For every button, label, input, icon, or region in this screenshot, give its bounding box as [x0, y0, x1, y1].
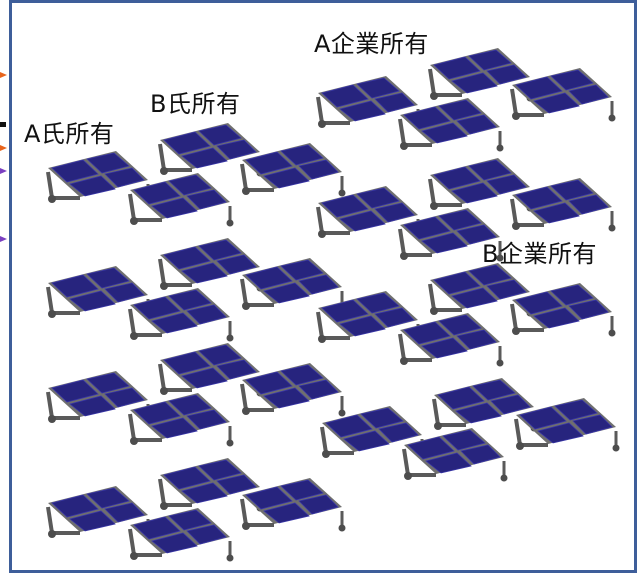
arrow-marker-orange-2 [0, 145, 7, 151]
solar-cluster-right-3 [318, 263, 616, 367]
label-a-company-owned: A企業所有 [314, 30, 429, 58]
arrow-marker-purple-2 [0, 236, 7, 242]
dot-marker [0, 122, 6, 127]
label-a-person-owned: A氏所有 [24, 120, 115, 148]
solar-cluster-right-1 [318, 48, 616, 152]
arrow-marker-purple-1 [0, 168, 7, 174]
label-b-company-owned: B企業所有 [482, 240, 597, 268]
solar-cluster-right-4 [322, 378, 620, 482]
left-edge-markers [0, 72, 7, 242]
label-b-person-owned: B氏所有 [150, 90, 241, 118]
arrow-marker-orange-1 [0, 72, 7, 78]
solar-cluster-left-3 [48, 343, 346, 447]
solar-cluster-left-4 [48, 458, 346, 562]
solar-cluster-left-2 [48, 238, 346, 342]
